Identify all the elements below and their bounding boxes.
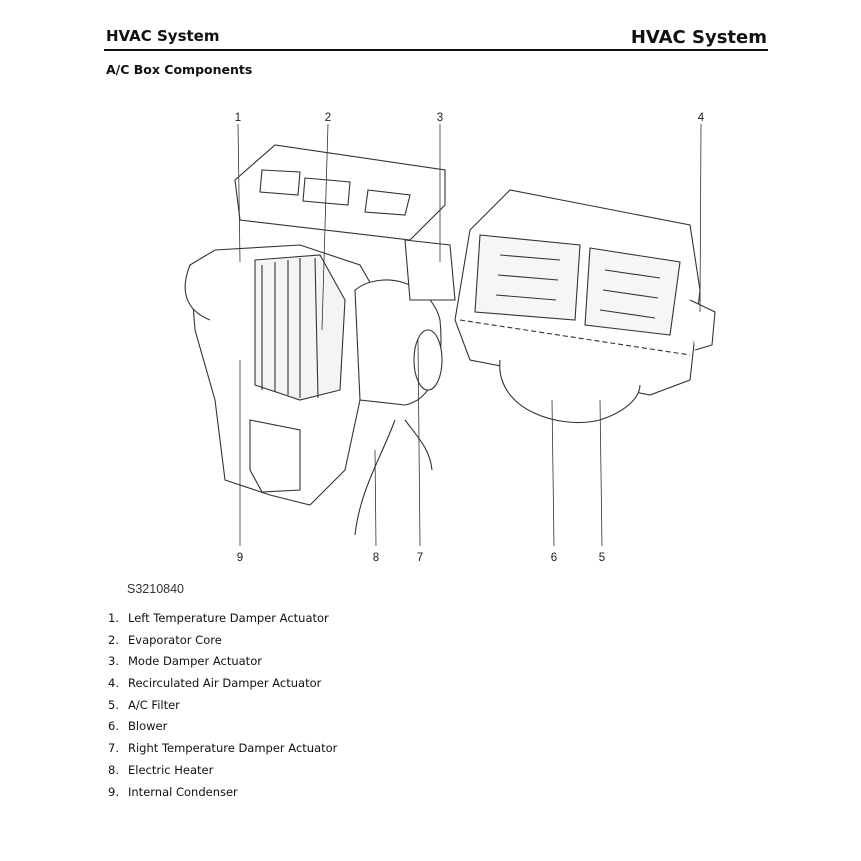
legend-item: 4. Recirculated Air Damper Actuator xyxy=(108,676,337,698)
legend-number: 2. xyxy=(108,632,119,647)
legend-item: 7. Right Temperature Damper Actuator xyxy=(108,741,337,763)
callout-9: 9 xyxy=(237,552,243,564)
legend-label: Electric Heater xyxy=(128,762,214,777)
legend-label: Left Temperature Damper Actuator xyxy=(128,611,329,625)
header-left-title: HVAC System xyxy=(106,27,220,45)
section-title: A/C Box Components xyxy=(106,62,253,77)
legend-label: Evaporator Core xyxy=(128,632,222,647)
legend-label: Right Temperature Damper Actuator xyxy=(128,741,338,756)
hvac-unit-drawing xyxy=(184,144,716,536)
legend-number: 7. xyxy=(108,741,119,756)
legend-number: 8. xyxy=(108,762,119,777)
legend-item: 8. Electric Heater xyxy=(108,763,337,785)
legend-item: 3. Mode Damper Actuator xyxy=(108,654,337,676)
legend-number: 4. xyxy=(108,676,119,691)
callout-5: 5 xyxy=(599,552,605,564)
callout-3: 3 xyxy=(437,112,443,124)
callout-2: 2 xyxy=(325,112,331,124)
legend-label: Internal Condenser xyxy=(128,784,238,799)
legend-label: Recirculated Air Damper Actuator xyxy=(128,676,322,691)
legend-number: 6. xyxy=(108,719,119,734)
legend-label: A/C Filter xyxy=(128,697,180,712)
legend-item: 5. A/C Filter xyxy=(108,698,337,720)
legend-item: 2. Evaporator Core xyxy=(108,633,337,655)
legend-item: 6. Blower xyxy=(108,719,337,741)
legend-item: 9. Internal Condenser xyxy=(108,785,337,807)
figure-reference: S3210840 xyxy=(127,582,185,596)
header-right-title: HVAC System xyxy=(630,27,767,48)
legend-number: 9. xyxy=(108,784,119,799)
hvac-box-illustration: 1 2 3 4 9 8 7 6 5 xyxy=(184,112,716,564)
callout-6: 6 xyxy=(551,552,557,564)
callout-4: 4 xyxy=(698,112,705,124)
callout-leaders xyxy=(237,123,702,547)
legend-label: Mode Damper Actuator xyxy=(128,654,262,669)
header-rule xyxy=(104,49,768,51)
callout-8: 8 xyxy=(373,552,379,564)
legend-item: 1. Left Temperature Damper Actuator xyxy=(108,611,337,633)
legend-number: 5. xyxy=(108,697,119,712)
component-legend: 1. Left Temperature Damper Actuator 2. Eva… xyxy=(108,611,337,806)
legend-number: 1. xyxy=(108,611,119,625)
callout-7: 7 xyxy=(417,552,423,564)
legend-label: Blower xyxy=(128,719,168,734)
callout-1: 1 xyxy=(235,112,241,124)
legend-number: 3. xyxy=(108,654,119,669)
